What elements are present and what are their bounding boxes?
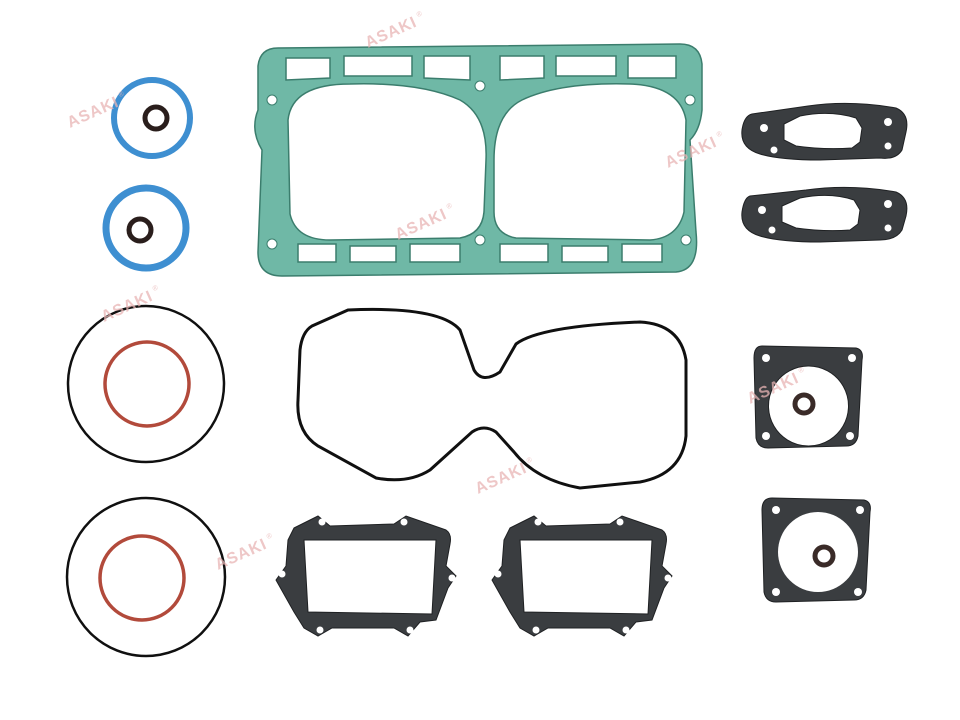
bolt-hole	[884, 224, 892, 232]
watermark-4: ASAKI ®	[99, 283, 160, 326]
reed-gasket-left	[275, 515, 457, 637]
bolt-hole	[884, 200, 892, 208]
bolt-hole	[854, 588, 862, 596]
bolt-hole	[406, 626, 414, 634]
blue-seal-top	[111, 77, 193, 159]
bolt-hole	[770, 146, 778, 154]
blue-seal-bottom	[102, 184, 190, 272]
bolt-hole	[856, 506, 864, 514]
watermark-mark: ®	[445, 201, 454, 211]
exhaust-gasket-top	[741, 102, 908, 161]
exhaust-gasket-bottom	[741, 186, 908, 243]
bolt-hole	[680, 234, 692, 246]
watermark-7: ASAKI ®	[473, 455, 534, 498]
bolt-hole	[532, 626, 540, 634]
bolt-hole	[848, 354, 856, 362]
bolt-hole	[474, 80, 486, 92]
oring-set-lower	[65, 496, 227, 658]
oring-set-upper	[66, 304, 226, 464]
small-seal-ring	[812, 544, 836, 568]
bolt-hole	[846, 432, 854, 440]
watermark-mark: ®	[265, 531, 274, 541]
bolt-hole	[278, 570, 286, 578]
bolt-hole	[494, 570, 502, 578]
watermark-3: ASAKI ®	[663, 129, 724, 171]
watermark-2: ASAKI ®	[363, 9, 424, 51]
watermark-text: ASAKI	[473, 460, 530, 498]
bolt-hole	[768, 226, 776, 234]
bolt-hole	[534, 518, 542, 526]
bolt-hole	[400, 518, 408, 526]
watermark-mark: ®	[151, 283, 160, 293]
watermark-mark: ®	[715, 129, 724, 139]
bolt-hole	[760, 124, 768, 132]
bolt-hole	[884, 118, 892, 126]
watermark-5: ASAKI ®	[393, 201, 454, 243]
reed-gasket-right	[491, 515, 673, 637]
watermark-text: ASAKI	[213, 536, 270, 574]
watermark-mark: ®	[415, 9, 424, 19]
bolt-hole	[772, 506, 780, 514]
watermark-text: ASAKI	[99, 288, 156, 326]
bolt-hole	[622, 626, 630, 634]
watermark-mark: ®	[117, 89, 126, 99]
red-oring	[98, 534, 186, 622]
red-oring	[103, 340, 191, 428]
bolt-hole	[474, 234, 486, 246]
small-seal-ring	[792, 392, 816, 416]
bolt-hole	[762, 354, 770, 362]
bolt-hole	[266, 238, 278, 250]
bolt-hole	[758, 206, 766, 214]
cylinder-head-gasket	[254, 43, 703, 277]
small-seal-ring	[126, 216, 154, 244]
bolt-hole	[664, 574, 672, 582]
bolt-hole	[762, 432, 770, 440]
small-seal-ring	[142, 104, 170, 132]
cover-oring	[296, 307, 688, 490]
watermark-1: ASAKI ®	[65, 89, 126, 131]
watermark-mark: ®	[525, 455, 534, 465]
watermark-mark: ®	[797, 365, 806, 375]
bolt-hole	[448, 574, 456, 582]
square-gasket-upper	[753, 345, 863, 449]
square-gasket-lower	[761, 497, 871, 603]
bolt-hole	[318, 518, 326, 526]
bolt-hole	[266, 94, 278, 106]
bolt-hole	[684, 94, 696, 106]
bolt-hole	[316, 626, 324, 634]
bolt-hole	[884, 142, 892, 150]
bolt-hole	[772, 588, 780, 596]
bolt-hole	[616, 518, 624, 526]
